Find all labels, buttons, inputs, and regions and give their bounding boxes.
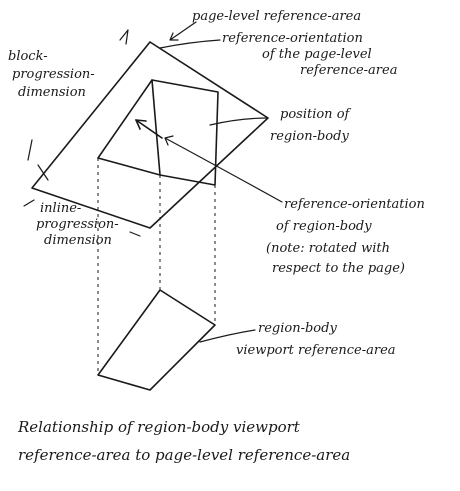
- label-inline-prog-2: progression-: [36, 217, 119, 232]
- label-ref-orient-page-2: of the page-level: [262, 47, 372, 62]
- label-inline-prog-3: dimension: [44, 233, 112, 248]
- region-body-area: [151, 79, 219, 186]
- bpd-arrow-left: [27, 139, 33, 161]
- leader-viewport: [199, 329, 256, 343]
- bpd-arrow-bottom: [37, 164, 49, 181]
- label-position-1: position of: [280, 107, 352, 122]
- caption-line-1: Relationship of region-body viewport: [17, 418, 301, 436]
- label-block-prog-2: progression-: [12, 67, 95, 82]
- page-reference-area: [31, 41, 269, 229]
- leader-page-ref: [169, 21, 197, 41]
- leader-position: [209, 117, 269, 126]
- label-block-prog-3: dimension: [18, 85, 86, 100]
- leader-ref-orient-page: [159, 39, 221, 49]
- label-ref-orient-body-1: reference-orientation: [284, 197, 425, 212]
- label-inline-prog-1: inline-: [40, 201, 81, 216]
- viewport-reference-area: [97, 289, 216, 391]
- label-block-prog-1: block-: [8, 49, 48, 64]
- ipd-arrow-left: [23, 199, 35, 207]
- caption-line-2: reference-area to page-level reference-a…: [18, 446, 350, 464]
- orientation-arrowhead: [135, 119, 147, 130]
- label-ref-orient-body-4: respect to the page): [272, 261, 405, 276]
- leader-ref-orient-body: [164, 135, 283, 203]
- label-viewport-1: region-body: [258, 321, 337, 336]
- orientation-arrow: [135, 119, 163, 139]
- label-viewport-2: viewport reference-area: [236, 343, 396, 358]
- label-ref-orient-page-1: reference-orientation: [222, 31, 363, 46]
- label-ref-orient-page-3: reference-area: [300, 63, 397, 78]
- label-page-ref-area: page-level reference-area: [192, 9, 361, 24]
- label-ref-orient-body-3: (note: rotated with: [266, 241, 390, 256]
- label-ref-orient-body-2: of region-body: [276, 219, 372, 234]
- bpd-arrow-top: [119, 29, 129, 45]
- label-position-2: region-body: [270, 129, 349, 144]
- ipd-arrow-right: [129, 231, 141, 237]
